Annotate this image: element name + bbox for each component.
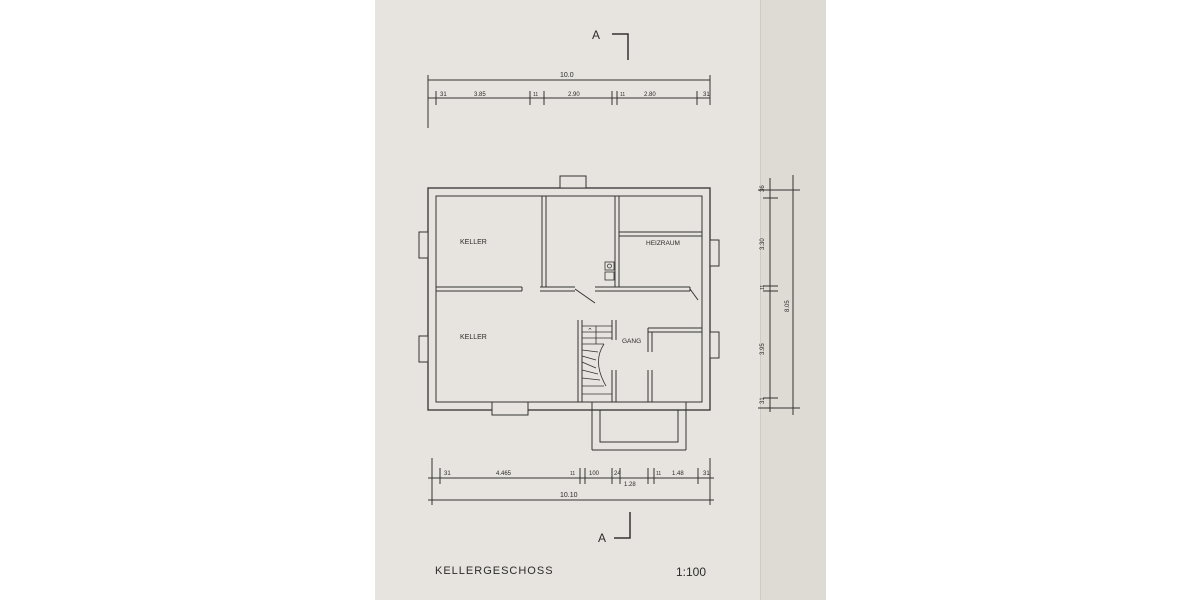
room-label-keller-upper: KELLER xyxy=(460,239,487,246)
floor-plan: ⌃ KELLER KELLER HEIZRAUM GANG xyxy=(418,175,720,451)
bottom-dim-9: 31 xyxy=(703,471,710,477)
annex-room xyxy=(591,402,687,451)
outer-wall-inner xyxy=(435,195,703,403)
section-label-bottom: A xyxy=(598,531,606,545)
top-dim-4: 2.90 xyxy=(568,92,580,98)
top-total-dim: 10.0 xyxy=(560,72,574,79)
bottom-dim-4: 100 xyxy=(589,471,600,477)
section-marker-bottom: A xyxy=(598,512,631,545)
top-dim-7: 31 xyxy=(703,92,710,98)
window-top xyxy=(559,175,587,189)
side-dim-4: 3.95 xyxy=(760,343,766,355)
bottom-dim-7: 11 xyxy=(656,471,661,477)
stair-arrow-icon: ⌃ xyxy=(587,327,593,335)
window-bottom xyxy=(491,401,529,416)
drawing-scale: 1:100 xyxy=(676,565,706,579)
bottom-dim-6: 1.28 xyxy=(624,482,636,488)
bottom-total-dim: 10.10 xyxy=(560,492,578,499)
window-left-lower xyxy=(418,335,429,363)
side-dimension-chain xyxy=(758,175,800,415)
section-marker-top: A xyxy=(592,28,629,60)
top-dimension-chain xyxy=(427,75,711,128)
top-dim-2: 3.85 xyxy=(474,92,486,98)
side-total-dim: 8.05 xyxy=(785,300,791,312)
window-right-lower xyxy=(709,331,720,359)
top-dim-1: 31 xyxy=(440,92,447,98)
drawing-title: KELLERGESCHOSS xyxy=(435,565,554,577)
bottom-dim-2: 4.465 xyxy=(496,471,512,477)
side-dim-5: 31 xyxy=(760,397,766,404)
bottom-dim-8: 1.48 xyxy=(672,471,684,477)
top-dim-6: 2.80 xyxy=(644,92,656,98)
room-label-gang: GANG xyxy=(622,338,641,345)
bottom-dim-5: 24 xyxy=(614,471,621,477)
bottom-dim-1: 31 xyxy=(444,471,451,477)
boiler-icon xyxy=(604,261,615,281)
side-dim-1: 36 xyxy=(760,185,766,192)
bottom-dim-3: 11 xyxy=(570,471,575,477)
outer-wall-outer xyxy=(427,187,711,411)
top-dim-3: 11 xyxy=(533,92,538,98)
bottom-dimension-chain xyxy=(428,458,714,505)
side-dim-3: 11 xyxy=(760,285,766,290)
room-label-heizraum: HEIZRAUM xyxy=(646,240,680,247)
section-label-top: A xyxy=(592,28,600,42)
window-right-upper xyxy=(709,239,720,267)
window-left-upper xyxy=(418,231,429,259)
side-dim-2: 3.30 xyxy=(760,238,766,250)
staircase xyxy=(581,325,612,395)
top-dim-5: 11 xyxy=(620,92,625,98)
room-label-keller-lower: KELLER xyxy=(460,334,487,341)
